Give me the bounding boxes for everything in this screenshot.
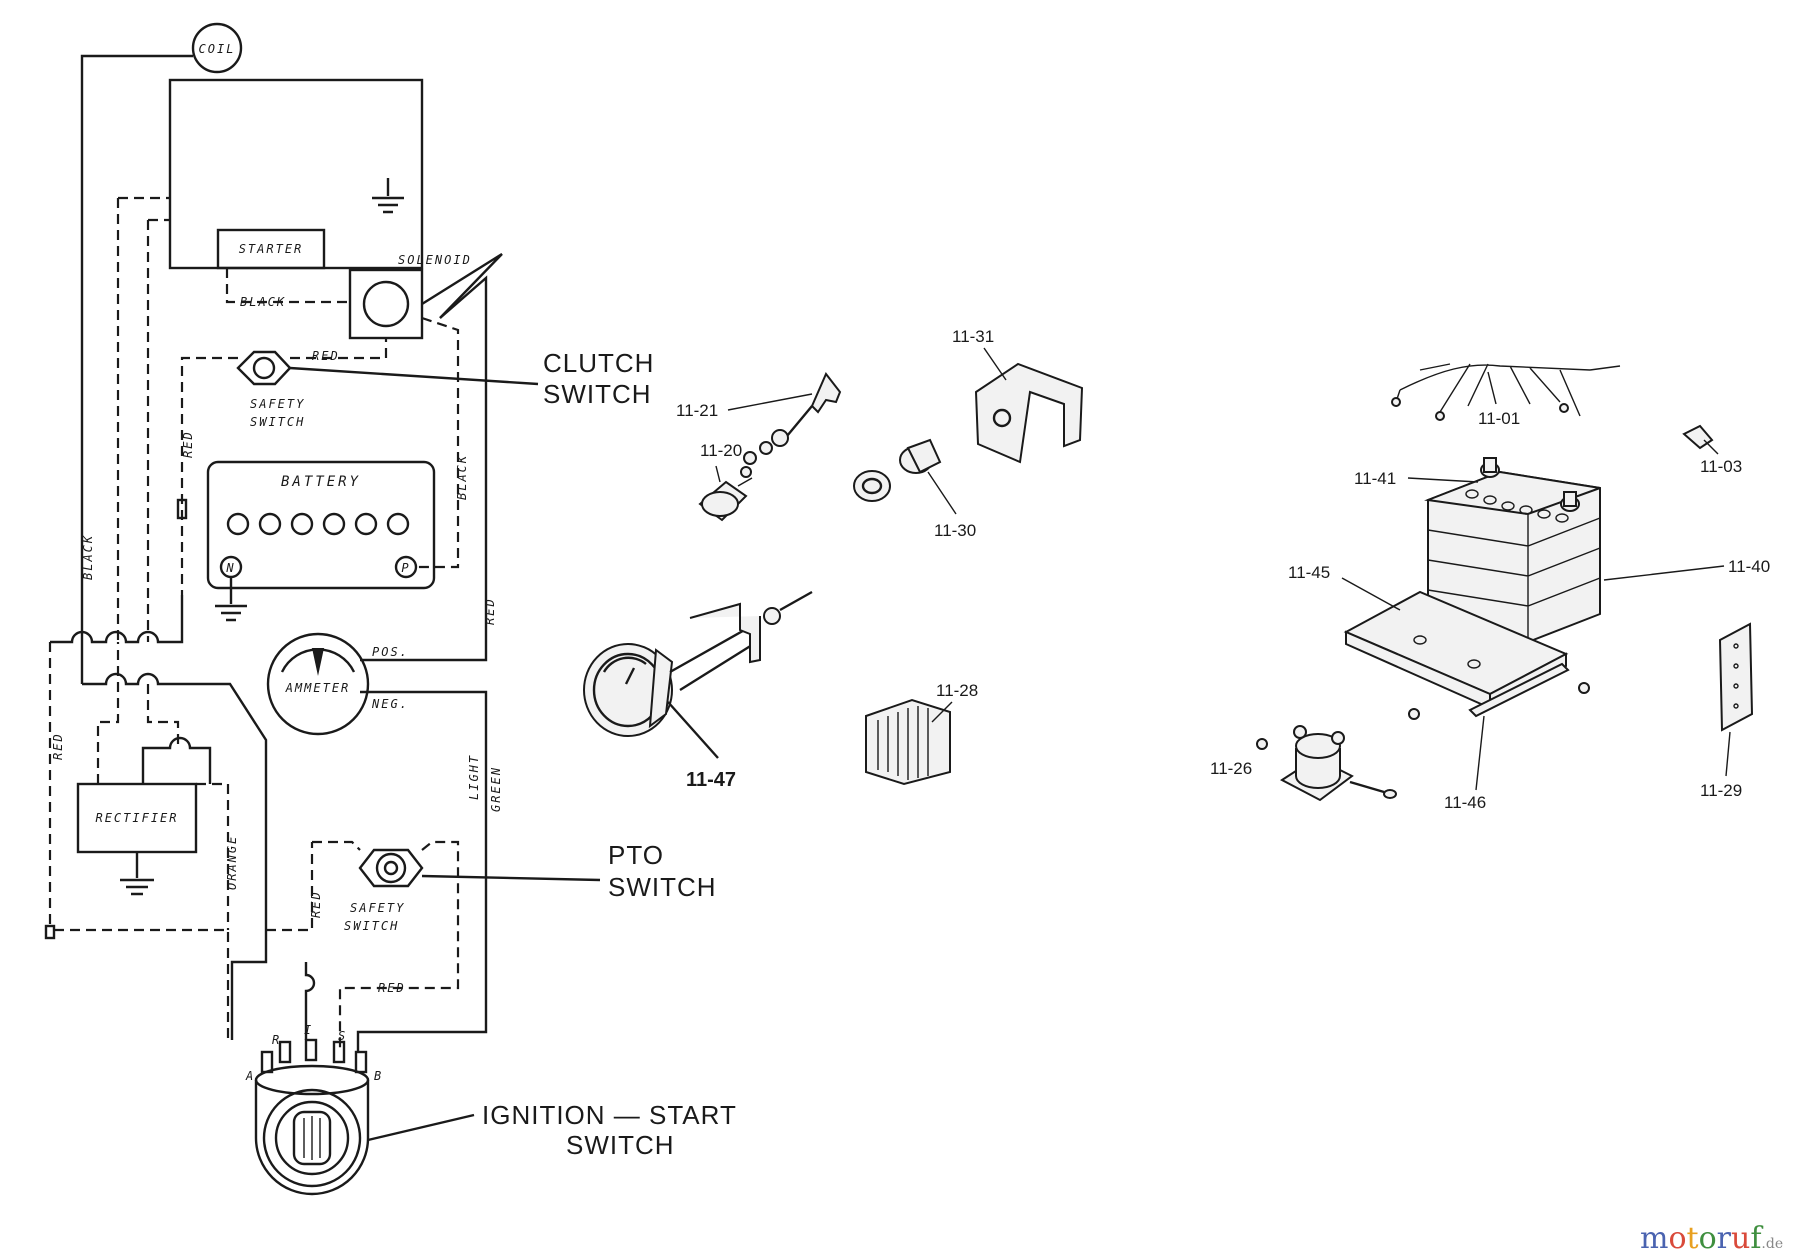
part-label-11-47: 11-47 bbox=[686, 769, 736, 791]
term-b-label: B bbox=[374, 1069, 383, 1083]
wiring-schematic: COIL STARTER SOLENOID BLACK SAFETY SWITC… bbox=[44, 22, 737, 1196]
rectifier: RECTIFIER bbox=[76, 782, 198, 896]
solenoid-label: SOLENOID bbox=[398, 253, 472, 267]
battery-pos-label: P bbox=[401, 561, 410, 575]
parts-right: 11-01 11-03 11-40 11-41 bbox=[1210, 363, 1770, 812]
part-label-11-45: 11-45 bbox=[1288, 563, 1330, 582]
wire-label-black-starter: BLACK bbox=[240, 295, 286, 309]
wire-label-red-clutch: RED bbox=[312, 349, 340, 363]
wire-label-red-clutch-vertical: RED bbox=[181, 430, 195, 458]
part-11-31-bracket: 11-31 bbox=[952, 327, 1084, 464]
part-11-28-rectifier: 11-28 bbox=[865, 681, 978, 786]
part-label-11-03: 11-03 bbox=[1700, 457, 1742, 476]
term-a-label: A bbox=[245, 1069, 255, 1083]
battery-neg-label: N bbox=[225, 561, 235, 575]
callout-clutch-1: CLUTCH bbox=[543, 348, 654, 378]
callout-ignition-2: SWITCH bbox=[566, 1130, 675, 1160]
pto-safety-label-1: SAFETY bbox=[350, 901, 405, 915]
coil-label: COIL bbox=[199, 42, 236, 56]
callout-pto-2: SWITCH bbox=[608, 872, 717, 902]
pto-safety-switch: SAFETY SWITCH bbox=[312, 840, 460, 1052]
part-label-11-40: 11-40 bbox=[1728, 557, 1770, 576]
watermark-letter: f bbox=[1750, 1221, 1763, 1256]
rectifier-label: RECTIFIER bbox=[95, 811, 178, 825]
watermark-main: motoruf bbox=[1640, 1221, 1763, 1256]
wire-label-green: GREEN bbox=[489, 766, 503, 812]
part-11-30-clutch-switch: 11-30 bbox=[853, 438, 976, 540]
part-label-11-26: 11-26 bbox=[1210, 759, 1252, 778]
ignition-start-switch: A R I S B bbox=[245, 1023, 383, 1196]
ammeter: AMMETER POS. NEG. bbox=[266, 632, 409, 736]
part-11-20-ignition-switch: 11-20 bbox=[698, 441, 753, 522]
engine-ground-icon bbox=[372, 178, 404, 214]
part-label-11-31: 11-31 bbox=[952, 327, 994, 346]
callout-ignition-1: IGNITION — START bbox=[482, 1100, 737, 1130]
wire-label-light: LIGHT bbox=[467, 754, 481, 800]
parts-middle: 11-21 11-20 11-31 11-30 bbox=[583, 327, 1084, 791]
ammeter-pos-label: POS. bbox=[372, 645, 409, 659]
part-label-11-20: 11-20 bbox=[700, 441, 742, 460]
watermark-logo: motoruf.de bbox=[1640, 1221, 1783, 1256]
wire-label-orange: ORANGE bbox=[225, 835, 239, 890]
part-label-11-46: 11-46 bbox=[1444, 793, 1486, 812]
part-11-29-plate: 11-29 bbox=[1700, 622, 1754, 800]
watermark-letter: r bbox=[1717, 1221, 1732, 1256]
watermark-suffix: .de bbox=[1761, 1236, 1783, 1252]
solenoid: SOLENOID bbox=[348, 252, 503, 340]
part-label-11-21: 11-21 bbox=[676, 401, 718, 420]
callout-pto-1: PTO bbox=[608, 840, 664, 870]
watermark-letter: u bbox=[1731, 1221, 1750, 1256]
ammeter-neg-label: NEG. bbox=[371, 697, 409, 711]
watermark-letter: t bbox=[1687, 1221, 1699, 1256]
pto-safety-label-2: SWITCH bbox=[344, 919, 399, 933]
part-label-11-30: 11-30 bbox=[934, 521, 976, 540]
part-label-11-41: 11-41 bbox=[1354, 469, 1396, 488]
wire-label-red-ignition: RED bbox=[378, 981, 406, 995]
wire-label-black-battery: BLACK bbox=[455, 454, 469, 500]
battery-ground-icon bbox=[215, 577, 247, 622]
engine-block bbox=[168, 78, 424, 270]
rectifier-ground-icon bbox=[120, 852, 154, 896]
part-11-21-key: 11-21 bbox=[676, 372, 842, 443]
part-label-11-28: 11-28 bbox=[936, 681, 978, 700]
term-s-label: S bbox=[338, 1029, 347, 1043]
ammeter-label: AMMETER bbox=[285, 681, 351, 695]
term-r-label: R bbox=[272, 1033, 281, 1047]
term-i-label: I bbox=[304, 1023, 313, 1037]
part-11-26-solenoid: 11-26 bbox=[1210, 725, 1397, 802]
part-11-47-ammeter: 11-47 bbox=[583, 590, 813, 791]
watermark-letter: o bbox=[1668, 1221, 1686, 1256]
wire-label-red-left: RED bbox=[51, 732, 65, 760]
battery-label: BATTERY bbox=[281, 474, 361, 490]
part-11-01-wire-harness: 11-01 bbox=[1391, 363, 1621, 428]
watermark-letter: o bbox=[1699, 1221, 1717, 1256]
part-label-11-29: 11-29 bbox=[1700, 781, 1742, 800]
battery: BATTERY N P bbox=[206, 460, 436, 622]
clutch-safety-label-2: SWITCH bbox=[250, 415, 305, 429]
callout-clutch-2: SWITCH bbox=[543, 379, 652, 409]
wire-label-red-pto: RED bbox=[309, 890, 323, 918]
starter: STARTER bbox=[216, 228, 326, 270]
part-11-46-hold-down: 11-46 bbox=[1408, 662, 1590, 812]
part-11-03-clip: 11-03 bbox=[1682, 424, 1742, 476]
starter-label: STARTER bbox=[239, 242, 304, 256]
part-label-11-01: 11-01 bbox=[1478, 409, 1520, 428]
wire-label-black-bundle: BLACK bbox=[81, 534, 95, 580]
clutch-safety-switch: SAFETY SWITCH bbox=[236, 350, 305, 429]
clutch-safety-label-1: SAFETY bbox=[250, 397, 305, 411]
coil: COIL bbox=[191, 22, 243, 74]
watermark-letter: m bbox=[1640, 1221, 1668, 1256]
wire-label-red-ammeter: RED bbox=[483, 597, 497, 625]
